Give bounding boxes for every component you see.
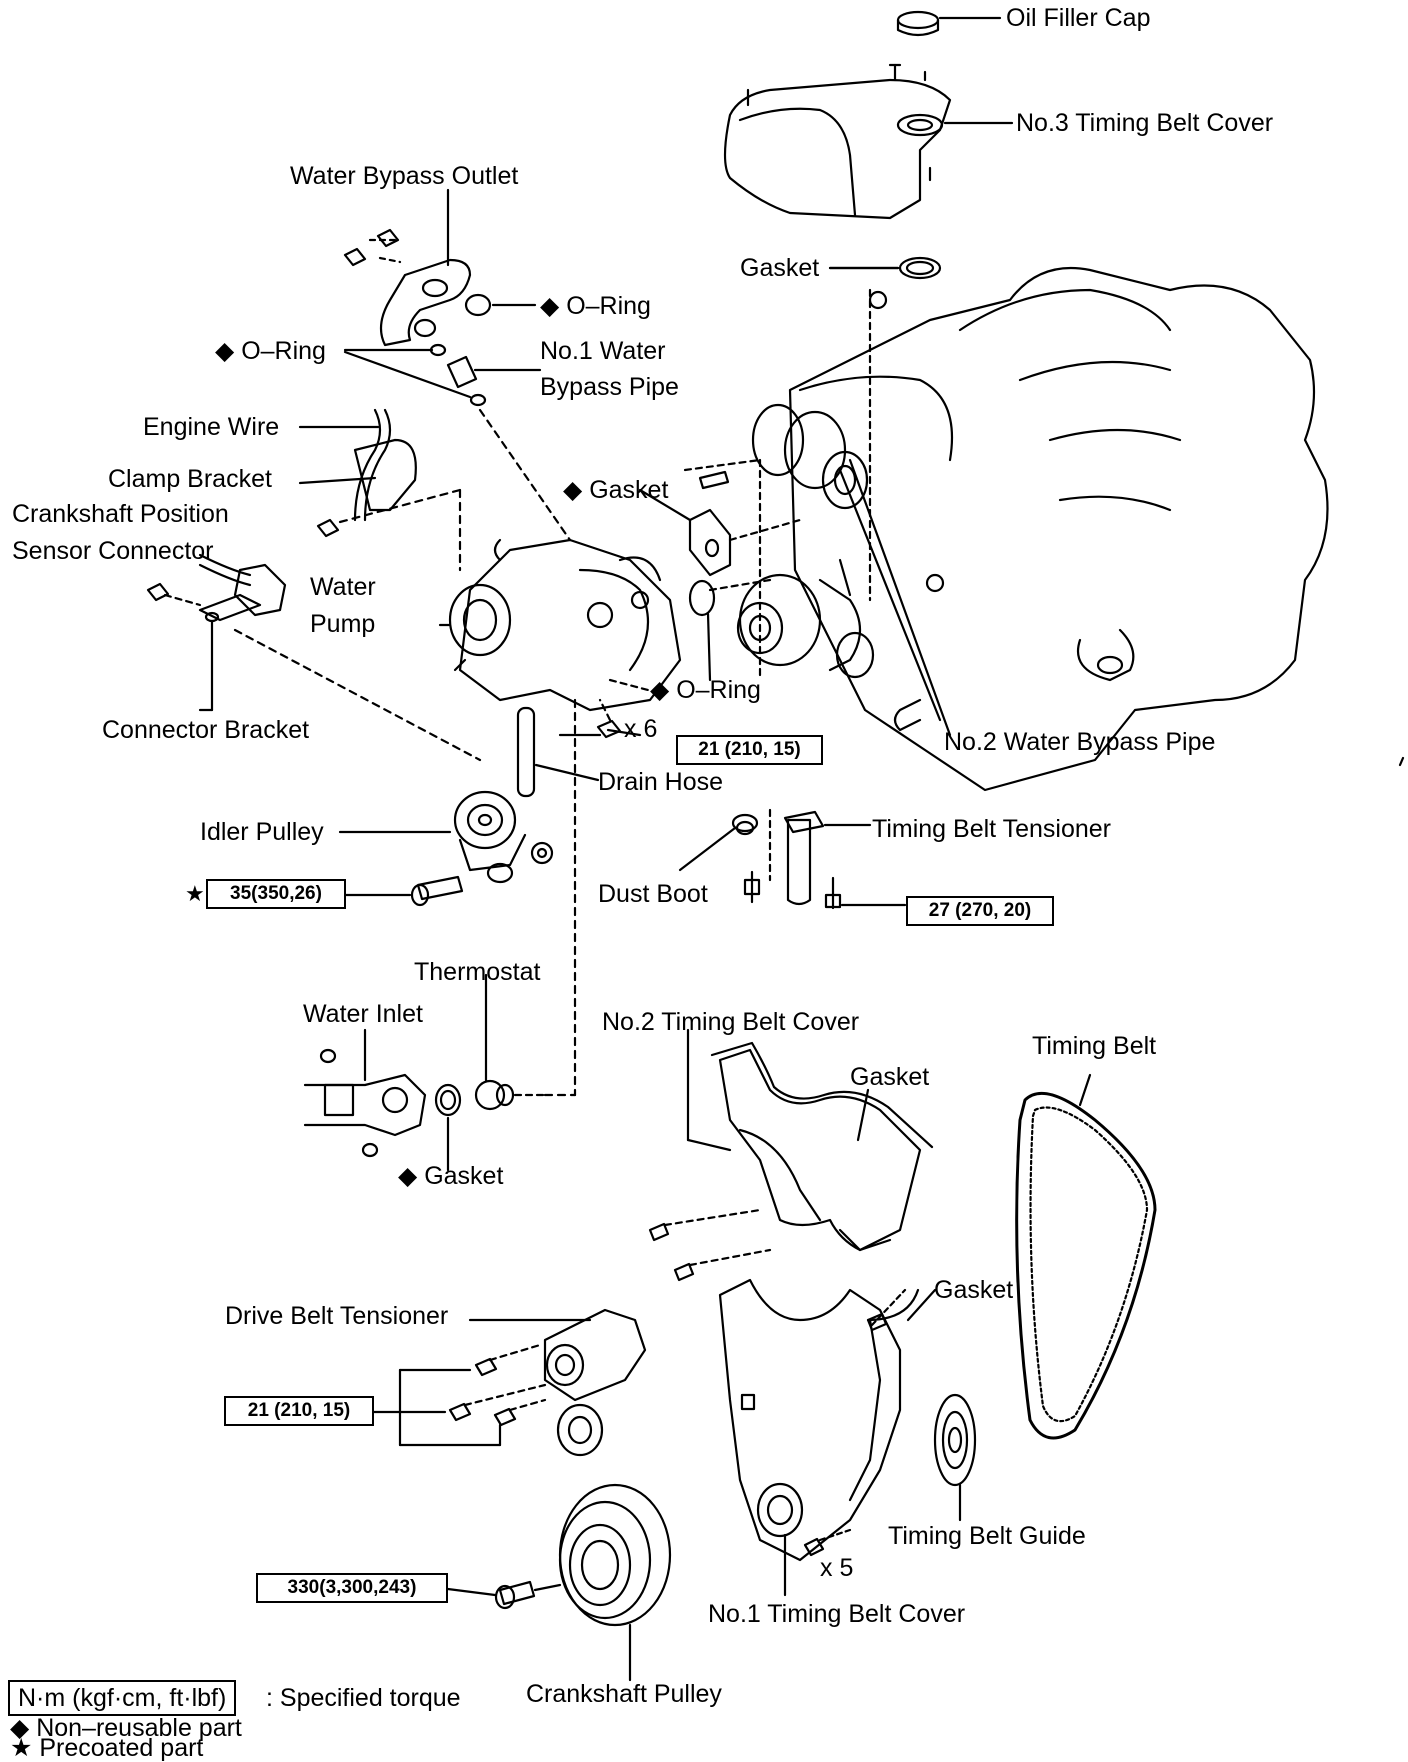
torque-drive-belt: 21 (210, 15) <box>224 1396 374 1426</box>
dust-boot-label: Dust Boot <box>598 880 708 908</box>
leader-lines <box>198 266 900 737</box>
legend-precoated: ★ Precoated part <box>10 1734 203 1762</box>
water-inlet-drawing <box>303 1028 427 1158</box>
timing-belt-guide-label: Timing Belt Guide <box>888 1522 1086 1550</box>
o-ring-left-text: O–Ring <box>241 337 326 365</box>
water-pump-label-line1: Water <box>310 573 376 601</box>
gasket-inlet-text: Gasket <box>424 1162 504 1190</box>
idler-pulley-drawing <box>338 790 554 907</box>
connector-bracket-label: Connector Bracket <box>102 716 310 744</box>
gasket-pump-label: ◆ Gasket <box>563 476 668 504</box>
thermostat-drawing <box>434 973 547 1172</box>
gasket-pump-text: Gasket <box>589 476 669 504</box>
drive-belt-tensioner-label: Drive Belt Tensioner <box>225 1302 449 1330</box>
no2-timing-belt-cover-label: No.2 Timing Belt Cover <box>602 1008 860 1036</box>
o-ring-right-label: ◆ O–Ring <box>540 292 651 320</box>
no2-timing-belt-cover-drawing <box>648 1028 934 1282</box>
crankshaft-position-sensor-label-line2: Sensor Connector <box>12 537 214 565</box>
x6-bolt-drawing <box>596 719 642 739</box>
no2-water-bypass-pipe-leader <box>838 288 952 737</box>
o-ring-right-text: O–Ring <box>566 292 651 320</box>
o-ring-left-label: ◆ O–Ring <box>215 337 326 365</box>
legend-nonreusable: ◆ Non–reusable part <box>10 1714 242 1742</box>
non-reusable-mark: ◆ <box>398 1162 418 1190</box>
oil-filler-cap-label: Oil Filler Cap <box>1006 4 1151 32</box>
legend-torque-box: N·m (kgf·cm, ft·lbf) <box>8 1680 237 1716</box>
x5-label: x 5 <box>820 1554 854 1582</box>
pump-gasket-drawing <box>638 458 802 682</box>
oil-filler-cap-drawing <box>896 10 1002 37</box>
clamp-bracket-label: Clamp Bracket <box>108 465 272 493</box>
drive-belt-tensioner-drawing <box>363 1308 647 1457</box>
drain-hose-label: Drain Hose <box>598 768 724 796</box>
water-pump-drawing <box>438 538 682 1097</box>
gasket-no2-cover-label: Gasket <box>850 1063 930 1091</box>
x6-label: x 6 <box>624 715 658 743</box>
non-reusable-mark: ◆ <box>563 476 583 504</box>
no1-timing-belt-cover-label: No.1 Timing Belt Cover <box>708 1600 966 1628</box>
water-inlet-label: Water Inlet <box>303 1000 423 1028</box>
no3-timing-belt-cover-label: No.3 Timing Belt Cover <box>1016 109 1274 137</box>
legend-diamond-symbol: ◆ <box>10 1714 30 1742</box>
drain-hose-drawing <box>516 706 600 798</box>
water-bypass-outlet-drawing <box>343 188 472 347</box>
engine-block-drawing <box>736 266 1329 792</box>
precoated-mark: ★ <box>185 881 205 906</box>
engine-wire-drawing <box>298 408 462 572</box>
crankshaft-pulley-drawing <box>438 1483 672 1682</box>
timing-belt-drawing <box>1015 1073 1157 1440</box>
crankshaft-sensor-drawing <box>146 553 482 762</box>
legend-torque-text: : Specified torque <box>266 1684 461 1712</box>
crankshaft-position-sensor-label-line1: Crankshaft Position <box>12 500 229 528</box>
crankshaft-pulley-label: Crankshaft Pulley <box>526 1680 722 1708</box>
no2-water-bypass-pipe-label: No.2 Water Bypass Pipe <box>944 728 1216 756</box>
timing-belt-label: Timing Belt <box>1032 1032 1157 1060</box>
o-ring-right-drawing <box>464 293 537 317</box>
water-bypass-outlet-label: Water Bypass Outlet <box>290 162 519 190</box>
no1-water-bypass-pipe-label-line1: No.1 Water <box>540 337 666 365</box>
gasket-top-label: Gasket <box>740 254 820 282</box>
legend-star-symbol: ★ <box>10 1734 33 1762</box>
o-ring-pump-label: ◆ O–Ring <box>650 676 761 704</box>
idler-pulley-label: Idler Pulley <box>200 818 324 846</box>
legend-precoated-text: Precoated part <box>39 1734 204 1762</box>
engine-wire-label: Engine Wire <box>143 413 280 441</box>
non-reusable-mark: ◆ <box>215 337 235 365</box>
timing-belt-guide-drawing <box>933 1393 977 1522</box>
o-ring-pump-text: O–Ring <box>676 676 761 704</box>
water-pump-label-line2: Pump <box>310 610 376 638</box>
non-reusable-mark: ◆ <box>650 676 670 704</box>
torque-tensioner: 27 (270, 20) <box>906 896 1054 926</box>
non-reusable-mark: ◆ <box>540 292 560 320</box>
thermostat-label: Thermostat <box>414 958 541 986</box>
no3-timing-belt-cover-drawing <box>723 63 1014 220</box>
no1-water-bypass-pipe-label-line2: Bypass Pipe <box>540 373 679 401</box>
timing-belt-tensioner-label: Timing Belt Tensioner <box>872 815 1112 843</box>
torque-crank-pulley: 330(3,300,243) <box>256 1573 448 1603</box>
no1-water-bypass-pipe-drawing <box>343 343 572 542</box>
no1-timing-belt-cover-drawing <box>718 1278 937 1597</box>
timing-belt-tensioner-drawing <box>678 808 907 910</box>
gasket-no1-cover-label: Gasket <box>934 1276 1014 1304</box>
torque-water-pump: 21 (210, 15) <box>676 735 823 765</box>
gasket-inlet-label: ◆ Gasket <box>398 1162 503 1190</box>
torque-idler-pulley: 35(350,26) <box>206 879 346 909</box>
legend-nonreusable-text: Non–reusable part <box>36 1714 242 1742</box>
